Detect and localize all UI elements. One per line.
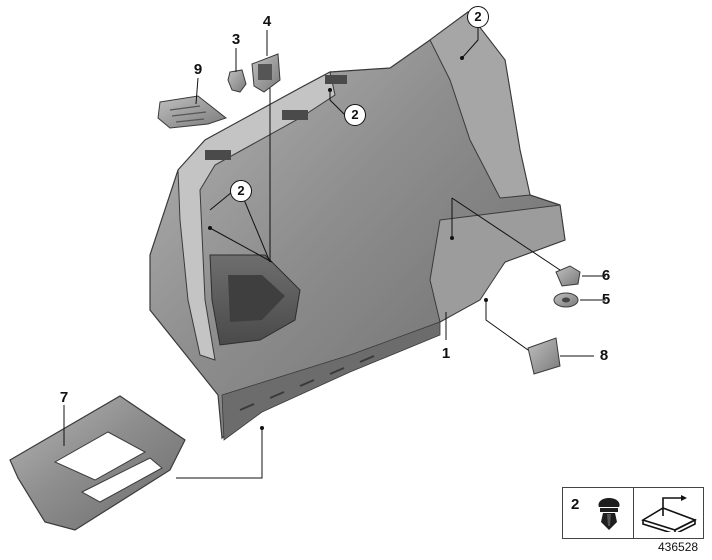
side-trim-back-wall [429,11,531,199]
callout-9: 9 [193,61,203,78]
callout-1: 1 [441,345,451,362]
side-trim-front-rim [177,71,336,361]
upper-recess-left [205,150,231,160]
expanding-rivet-icon [598,498,620,530]
leader-line-shelf [451,197,561,271]
upper-recess-right [325,75,347,84]
side-trim-panel [149,11,566,441]
callout-7: 7 [59,389,69,406]
leader-dots [208,56,488,430]
cover-cap-opening [258,64,272,80]
diagram-number: 436528 [658,540,699,554]
callout-3: 3 [231,31,241,48]
callout-2-upper: 2 [467,6,489,28]
callout-4: 4 [262,13,272,30]
callout-2-left: 2 [230,180,252,202]
tray-frame-cutout-upper [53,431,147,481]
callout-5: 5 [601,291,611,308]
nut-hole [562,297,570,303]
leader-line-tray [176,428,263,479]
tray-frame-part [9,395,186,531]
clip-part [227,69,247,93]
callout-2-mid: 2 [344,104,366,126]
tray-frame-cutout-lower [80,457,163,503]
grille-cover-part [157,95,228,129]
retainer-clip-part [555,265,581,287]
legend-part-number: 2 [571,496,580,513]
side-trim-shelf [429,204,566,323]
legend-divider [633,488,634,538]
callout-6: 6 [601,267,611,284]
side-trim-bottom-edge [221,321,441,441]
leader-line-2-left [209,88,271,263]
fastener-legend: 2 [562,487,704,539]
leader-line-8b [485,300,529,351]
callout-8: 8 [599,347,609,364]
storage-pocket-inner [228,275,285,322]
leader-line-9 [195,77,199,105]
lower-ribs [239,355,375,411]
grille-cover-slots [169,105,207,123]
upper-recess-mid [282,110,308,120]
hole-position-icon [641,495,697,532]
leader-line-2-left-b [209,227,273,263]
cover-flap-part [527,337,561,375]
